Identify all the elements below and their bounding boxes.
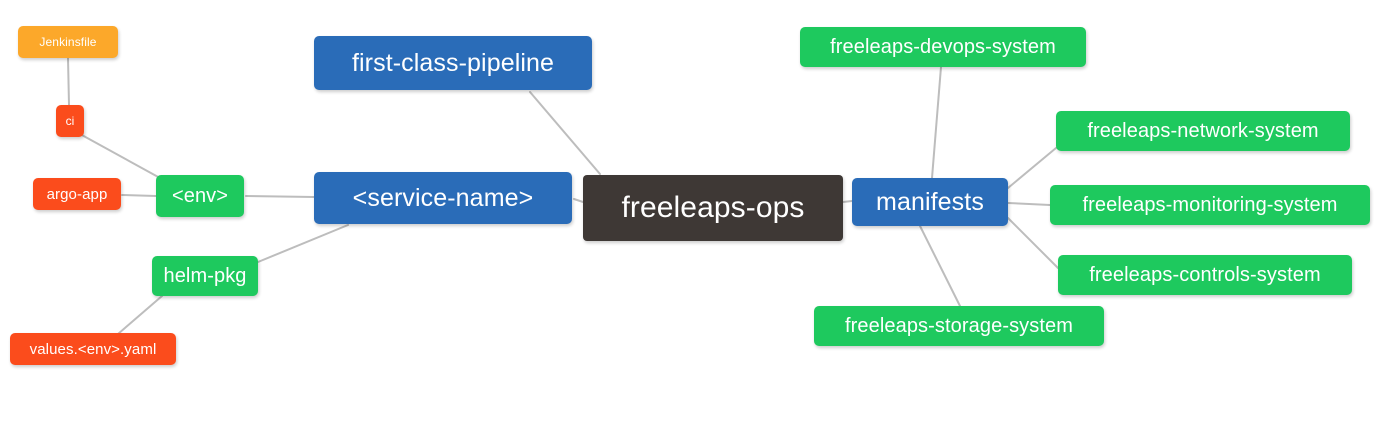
edge-ci-to-env [79, 133, 161, 179]
node-devops-system[interactable]: freeleaps-devops-system [800, 27, 1086, 67]
node-service-name[interactable]: <service-name> [314, 172, 572, 224]
node-env[interactable]: <env> [156, 175, 244, 217]
edge-env-to-service-name [245, 195, 315, 198]
node-monitoring-system[interactable]: freeleaps-monitoring-system [1050, 185, 1370, 225]
edge-root-to-manifests [842, 200, 853, 203]
edge-manifests-to-devops-system [931, 66, 942, 179]
edge-manifests-to-network-system [1007, 147, 1057, 189]
edge-manifests-to-controls-system [1007, 217, 1059, 269]
edge-service-name-to-root [573, 198, 584, 203]
edge-helm-pkg-to-values-yaml [117, 295, 163, 335]
node-manifests[interactable]: manifests [852, 178, 1008, 226]
node-controls-system[interactable]: freeleaps-controls-system [1058, 255, 1352, 295]
edge-manifests-to-storage-system [919, 225, 961, 307]
edge-argo-app-to-env [121, 194, 157, 197]
node-ci[interactable]: ci [56, 105, 84, 137]
edge-jenkinsfile-to-ci [67, 57, 70, 106]
node-storage-system[interactable]: freeleaps-storage-system [814, 306, 1104, 346]
node-values-yaml[interactable]: values.<env>.yaml [10, 333, 176, 365]
edge-service-name-to-helm-pkg [257, 224, 349, 263]
node-helm-pkg[interactable]: helm-pkg [152, 256, 258, 296]
edge-first-class-to-root [529, 91, 601, 175]
node-jenkinsfile[interactable]: Jenkinsfile [18, 26, 118, 58]
node-network-system[interactable]: freeleaps-network-system [1056, 111, 1350, 151]
node-argo-app[interactable]: argo-app [33, 178, 121, 210]
edge-manifests-to-monitoring-system [1007, 202, 1051, 206]
node-first-class[interactable]: first-class-pipeline [314, 36, 592, 90]
node-root[interactable]: freeleaps-ops [583, 175, 843, 241]
